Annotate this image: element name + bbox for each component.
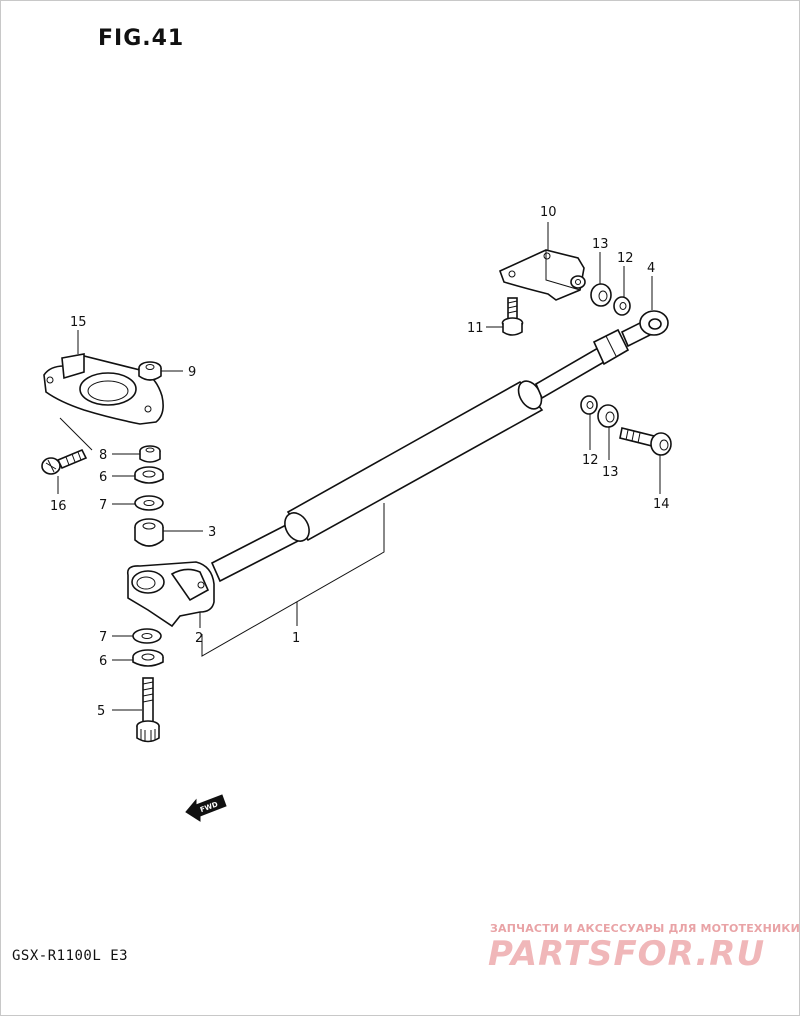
mount-plate-15	[43, 353, 164, 425]
washer-6-bottom	[132, 649, 164, 667]
callout-11: 11	[467, 321, 484, 336]
washer-12-top	[613, 296, 631, 316]
steering-damper	[210, 318, 654, 583]
callout-8: 8	[99, 448, 107, 463]
callout-13-top: 13	[592, 237, 609, 252]
callout-10: 10	[540, 205, 557, 220]
callout-9: 9	[188, 365, 196, 380]
callout-4: 4	[647, 261, 655, 276]
washer-13-bottom	[597, 404, 619, 428]
figure-title: FIG.41	[98, 26, 185, 51]
frame-bracket	[498, 249, 586, 301]
callout-3: 3	[208, 525, 216, 540]
callout-5: 5	[97, 704, 105, 719]
damper-clamp	[126, 561, 215, 628]
model-code: GSX-R1100L E3	[12, 948, 129, 964]
bolt-14	[619, 427, 672, 456]
callout-labels: 1 2 3 4 5 6 6 7 7 8 9 10 11 12 12 13 13 …	[50, 205, 670, 719]
bolt-5	[136, 677, 160, 743]
nut-9	[138, 361, 162, 381]
washer-13-top	[590, 283, 612, 307]
leader-lines	[57, 222, 661, 711]
callout-14: 14	[653, 497, 670, 512]
bolt-16	[41, 448, 88, 475]
washer-7-bottom	[132, 628, 162, 644]
callout-1: 1	[292, 631, 300, 646]
callout-12-bottom: 12	[582, 453, 599, 468]
callout-6-top: 6	[99, 470, 107, 485]
rod-end-eye	[639, 310, 669, 336]
rubber-cushion-3	[134, 518, 164, 547]
callout-13-bottom: 13	[602, 465, 619, 480]
forward-direction-icon: FWD	[185, 794, 227, 822]
callout-6-bottom: 6	[99, 654, 107, 669]
watermark-logo: PARTSFOR.RU	[488, 934, 766, 974]
callout-15: 15	[70, 315, 87, 330]
callout-16: 16	[50, 499, 67, 514]
washer-12-bottom	[580, 395, 598, 415]
callout-12-top: 12	[617, 251, 634, 266]
callout-7-top: 7	[99, 498, 107, 513]
watermark-tagline: ЗАПЧАСТИ И АКСЕССУАРЫ ДЛЯ МОТОТЕХНИКИ	[490, 922, 800, 935]
washer-6-top	[134, 466, 164, 484]
callout-2: 2	[195, 631, 203, 646]
callout-7-bottom: 7	[99, 630, 107, 645]
spacer-8	[139, 445, 161, 463]
bolt-11	[501, 297, 524, 336]
washer-7-top	[134, 495, 164, 511]
